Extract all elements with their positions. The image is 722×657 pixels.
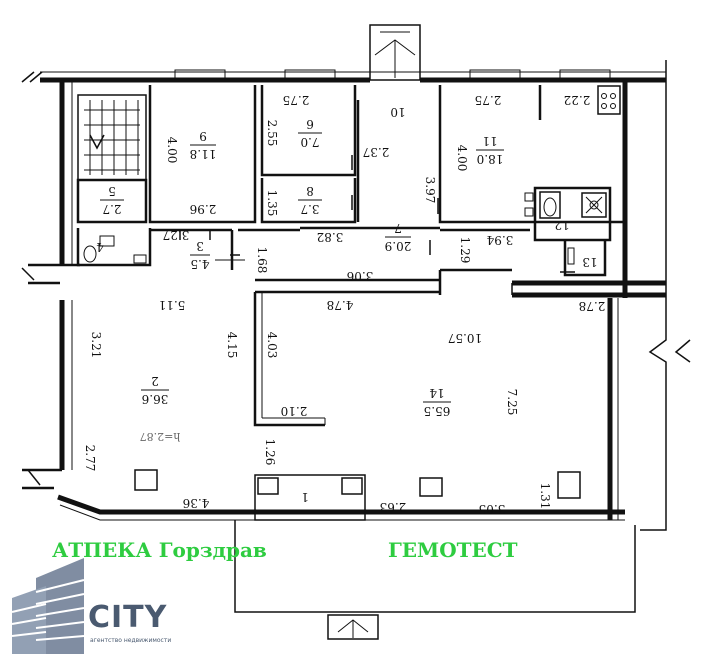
room-number: 7 [394, 221, 402, 235]
dimension-label: 10.57 [448, 331, 482, 345]
outer-walls [21, 24, 691, 531]
room-label-13: 13 [582, 255, 597, 269]
room-area: 36.6 [142, 392, 169, 406]
room-number: 10 [390, 105, 405, 119]
room-label-12: 12 [554, 218, 569, 232]
room-area: 11.8 [190, 147, 217, 161]
entrance [134, 469, 636, 640]
room-area: 18.0 [477, 152, 504, 166]
dimension-label: 1.26 [263, 439, 277, 466]
room-area: 2.7 [102, 202, 121, 216]
room-number: 6 [306, 117, 314, 131]
room-number: 3 [196, 239, 204, 253]
room-number: 9 [199, 129, 207, 143]
room-number: 8 [306, 184, 314, 198]
dimension-label: 3.05 [479, 502, 506, 516]
dimension-label: 1.31 [538, 483, 552, 510]
room-label-10: 10 [390, 105, 405, 119]
dimension-label: 2.22 [564, 93, 591, 107]
dimension-label: 3.21 [89, 332, 103, 359]
room-number: 11 [482, 134, 497, 148]
interior-walls [76, 85, 625, 427]
dimension-label: 1.35 [265, 190, 279, 217]
dimension-label: 4.78 [327, 298, 354, 312]
room-number: 2 [151, 374, 159, 388]
dimension-label: 2.63 [380, 500, 407, 514]
ceiling-height-label: h=2.87 [140, 430, 181, 443]
dimension-label: 1.68 [255, 247, 269, 274]
dimension-label: 5.11 [159, 298, 186, 312]
dimension-label: 2.75 [283, 93, 310, 107]
room-label-2: 36.6 2 [141, 374, 169, 406]
room-number: 13 [582, 255, 597, 269]
room-number: 4 [96, 240, 104, 254]
dimension-label: 4.00 [455, 145, 469, 172]
dimension-label: 2.37 [363, 145, 390, 159]
dimension-label: 4.03 [265, 332, 279, 359]
dimension-label: 2.78 [579, 299, 606, 313]
room-label-8: 3.7 8 [298, 184, 322, 216]
room-label-5: 2.7 5 [100, 184, 124, 216]
dimension-label: 2.10 [281, 404, 308, 418]
room-area: 65.5 [424, 404, 451, 418]
room-area: 20.9 [385, 239, 412, 253]
room-area: 4.5 [190, 257, 209, 271]
dimension-label: 4.36 [183, 496, 210, 510]
dimension-label: 3.97 [423, 177, 437, 204]
logo-name: CITY [88, 600, 168, 635]
dimension-label: 4.00 [165, 137, 179, 164]
windows-top [174, 69, 611, 83]
dimension-label: 3.82 [317, 230, 344, 244]
room-label-6: 7.0 6 [298, 117, 322, 149]
dimension-label: 2.75 [475, 93, 502, 107]
room-number: 12 [554, 218, 569, 232]
dimension-label: 3.06 [347, 269, 374, 283]
dimension-labels: 2.75 2.75 2.22 4.00 4.00 2.55 2.37 3.97 … [83, 93, 605, 516]
room-label-1: 1 [301, 490, 309, 504]
city-logo [11, 558, 85, 654]
room-label-9: 11.8 9 [190, 129, 217, 161]
room-label-3: 4.5 3 [190, 239, 210, 271]
dimension-label: 2.96 [190, 202, 217, 216]
dimension-label: 4.15 [225, 332, 239, 359]
dimension-label: 1.29 [458, 237, 472, 264]
dimension-label: 2.55 [265, 120, 279, 147]
room-number: 5 [108, 184, 116, 198]
room-label-14: 65.5 14 [423, 386, 451, 418]
dimension-label: 3.94 [486, 233, 513, 247]
logo-tagline: агентство недвижимости [90, 637, 172, 644]
dimension-label: 7.25 [505, 389, 519, 416]
room-area: 3.7 [300, 202, 319, 216]
dimension-label: 3.27 [163, 228, 190, 242]
room-label-4: 4 [96, 240, 104, 254]
tenant-label-right: ГЕМОТЕСТ [388, 538, 518, 562]
room-label-11: 18.0 11 [476, 134, 504, 166]
room-number: 14 [429, 386, 445, 400]
room-area: 7.0 [300, 135, 319, 149]
room-label-7: 20.9 7 [385, 221, 412, 253]
room-number: 1 [301, 490, 309, 504]
tenant-label-left: АТПЕКА Горздрав [52, 538, 267, 562]
dimension-label: 2.77 [83, 445, 97, 472]
